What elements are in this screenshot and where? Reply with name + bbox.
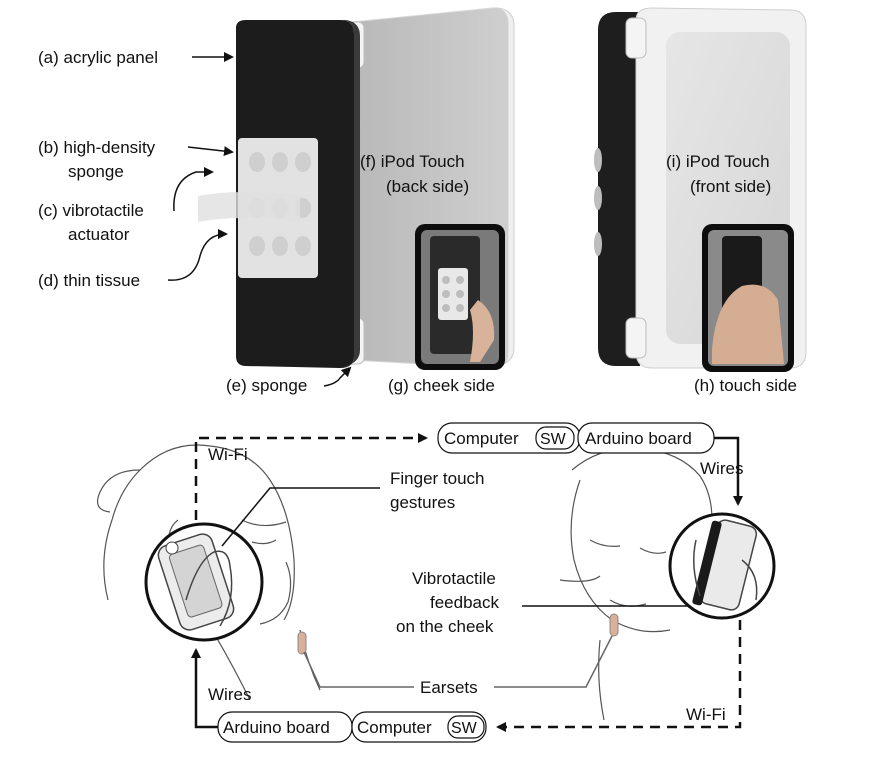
front-clip-bottom bbox=[625, 317, 647, 359]
ipod-front-dark-edge bbox=[598, 12, 640, 366]
front-clip-top bbox=[625, 17, 647, 59]
label-finger-1: Finger touch bbox=[390, 469, 485, 488]
top-computer-label: Computer bbox=[444, 429, 519, 448]
earset-left bbox=[297, 631, 307, 655]
label-actuator-2: actuator bbox=[68, 225, 130, 244]
bottom-computer-label: Computer bbox=[357, 718, 432, 737]
label-actuator-1: (c) vibrotactile bbox=[38, 201, 144, 220]
label-finger-2: gestures bbox=[390, 493, 455, 512]
label-wires-left: Wires bbox=[208, 685, 251, 704]
wires-path-bottom bbox=[191, 648, 218, 729]
bottom-sw-label: SW bbox=[451, 720, 478, 737]
wires-path-top bbox=[714, 436, 743, 506]
label-high-density-2: sponge bbox=[68, 162, 124, 181]
label-high-density-1: (b) high-density bbox=[38, 138, 156, 157]
finger-leader bbox=[221, 487, 380, 547]
wifi-path-bottom bbox=[496, 620, 742, 732]
right-cheek-inset bbox=[668, 512, 776, 620]
label-touch-side: (h) touch side bbox=[694, 376, 797, 395]
label-ipod-back-2: (back side) bbox=[386, 177, 469, 196]
top-labels: (a) acrylic panel (b) high-density spong… bbox=[38, 48, 797, 395]
earsets-leader-left bbox=[303, 651, 414, 688]
label-thin-tissue: (d) thin tissue bbox=[38, 271, 140, 290]
top-chain: Computer SW Arduino board bbox=[437, 422, 715, 454]
top-leader-lines bbox=[167, 52, 352, 387]
acrylic-panel-edge bbox=[340, 20, 360, 368]
label-wires-right: Wires bbox=[700, 459, 743, 478]
connection-lines bbox=[191, 433, 743, 732]
label-acrylic-panel: (a) acrylic panel bbox=[38, 48, 158, 67]
touch-side-photo bbox=[702, 224, 794, 372]
front-side-bumps bbox=[594, 148, 602, 256]
label-vib-2: feedback bbox=[430, 593, 499, 612]
top-sw-box bbox=[535, 426, 575, 450]
bottom-sw-box bbox=[447, 715, 485, 739]
label-ipod-front-2: (front side) bbox=[690, 177, 771, 196]
bottom-chain: Arduino board Computer SW bbox=[217, 711, 487, 743]
label-ipod-back-1: (f) iPod Touch bbox=[360, 152, 465, 171]
label-cheek-side: (g) cheek side bbox=[388, 376, 495, 395]
left-touch-inset bbox=[144, 522, 264, 642]
label-ipod-front-1: (i) iPod Touch bbox=[666, 152, 770, 171]
label-vib-1: Vibrotactile bbox=[412, 569, 496, 588]
label-wifi-left: Wi-Fi bbox=[208, 445, 248, 464]
device-assembly-back bbox=[198, 7, 515, 369]
top-arduino-label: Arduino board bbox=[585, 429, 692, 448]
top-sw-label: SW bbox=[540, 431, 567, 448]
bottom-arduino-label: Arduino board bbox=[223, 718, 330, 737]
label-vib-3: on the cheek bbox=[396, 617, 494, 636]
earsets-leader-right bbox=[494, 635, 613, 688]
label-earsets: Earsets bbox=[420, 678, 478, 697]
cheek-side-photo bbox=[415, 224, 505, 370]
label-wifi-right: Wi-Fi bbox=[686, 705, 726, 724]
thin-tissue bbox=[198, 192, 300, 222]
label-sponge-e: (e) sponge bbox=[226, 376, 307, 395]
callout-lines bbox=[221, 487, 690, 688]
bottom-labels: Wi-Fi Wi-Fi Wires Wires Finger touch ges… bbox=[208, 445, 743, 724]
earset-right bbox=[609, 613, 619, 637]
